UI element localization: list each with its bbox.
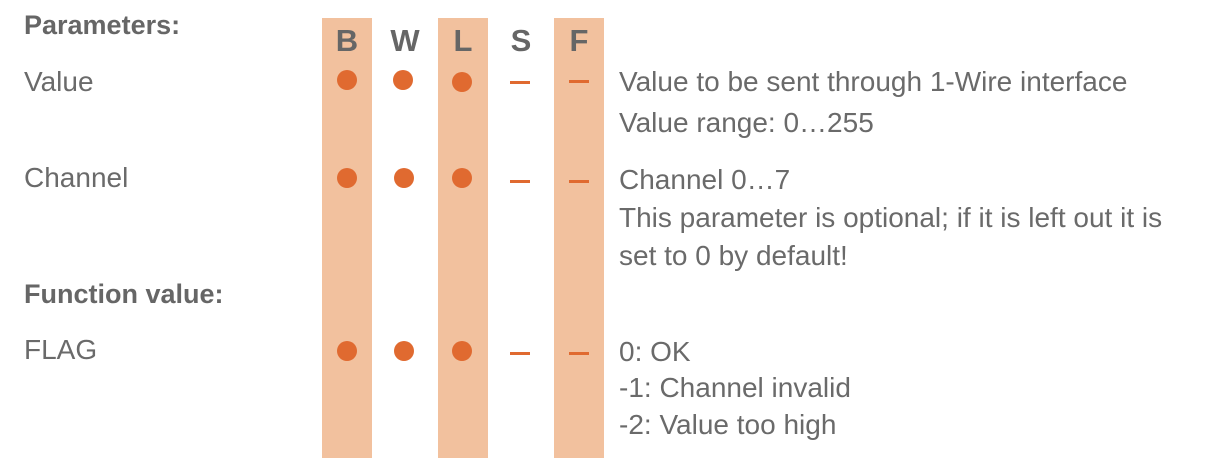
description-line: Value range: 0…255 [619,107,874,138]
support-w-dot [393,70,413,90]
description-line: 0: OK [619,336,691,367]
support-b-dot [337,168,357,188]
support-w-dot [394,168,414,188]
description-line: -1: Channel invalid [619,372,851,403]
support-l-dot [452,341,472,361]
function-value-heading: Function value: [24,279,224,309]
support-f-dash [569,180,589,183]
support-b-dot [337,341,357,361]
support-l-dot [452,168,472,188]
description-line: -2: Value too high [619,409,837,440]
column-header-l: L [453,23,473,58]
support-s-dash [510,352,530,355]
column-header-s: S [510,23,532,58]
support-f-dash [569,80,589,83]
description-line: set to 0 by default! [619,240,848,271]
description-line: Channel 0…7 [619,164,791,195]
description-line: This parameter is optional; if it is lef… [619,202,1163,233]
support-l-dot [452,72,472,92]
support-b-dot [337,70,357,90]
param-name-flag: FLAG [24,334,98,365]
description-line: Value to be sent through 1-Wire interfac… [619,66,1128,97]
param-name-channel: Channel [24,162,129,193]
column-b-highlight [322,18,372,458]
column-header-f: F [569,23,589,58]
support-w-dot [394,341,414,361]
support-f-dash [569,352,589,355]
support-s-dash [510,180,530,183]
column-f-highlight [554,18,604,458]
param-name-value: Value [24,66,94,97]
support-s-dash [510,81,530,84]
column-header-b: B [335,23,359,58]
column-header-w: W [390,23,420,58]
parameters-heading: Parameters: [24,10,181,40]
